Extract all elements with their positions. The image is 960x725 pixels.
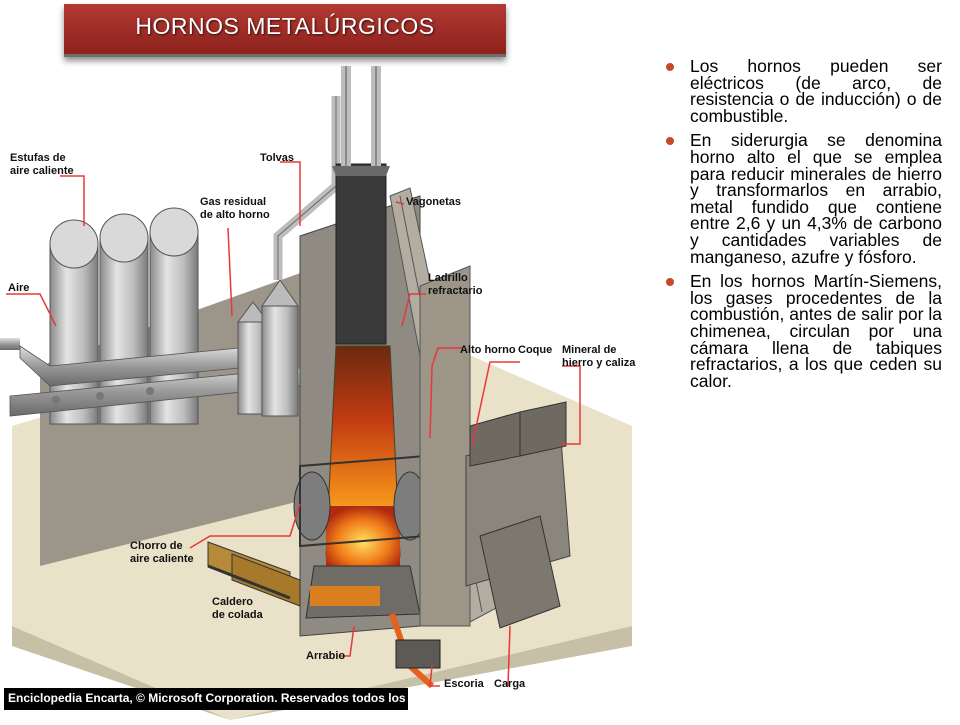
label-alto-horno: Alto horno <box>460 344 516 356</box>
blast-furnace-tower <box>293 66 427 637</box>
bullet-dot-icon <box>666 137 674 146</box>
label-escoria: Escoria <box>444 678 484 690</box>
ore-bins <box>465 401 571 629</box>
slag-iron-channels <box>310 586 441 689</box>
bullet-dot-icon <box>666 278 674 287</box>
image-credit: Enciclopedia Encarta, © Microsoft Corpor… <box>4 688 466 710</box>
label-estufas: Estufas de aire caliente <box>10 152 74 177</box>
label-tolvas: Tolvas <box>260 152 295 164</box>
bullet-dot-icon <box>666 63 674 71</box>
bullet-text: En los hornos Martín-Siemens, los gases … <box>690 271 942 391</box>
bullet-text: En siderurgia se denomina horno alto el … <box>690 130 942 267</box>
label-aire: Aire <box>8 282 30 294</box>
label-vagonetas: Vagonetas <box>406 196 462 208</box>
furnace-diagram <box>0 66 632 720</box>
gas-cleaner <box>237 96 341 417</box>
bullet-list: Los hornos pueden ser eléctricos (de arc… <box>662 56 942 397</box>
label-arrabio: Arrabio <box>306 650 346 662</box>
label-lines <box>6 161 581 687</box>
label-carga: Carga <box>494 678 526 690</box>
title-banner: HORNOS METALÚRGICOS <box>64 4 506 57</box>
label-coque: Coque <box>518 344 553 356</box>
label-chorro: Chorro de aire caliente <box>130 540 194 565</box>
credit-text: Enciclopedia Encarta, © Microsoft Corpor… <box>8 691 466 705</box>
label-caldero: Caldero de colada <box>212 596 263 621</box>
blast-furnace-illustration: Estufas de aire caliente Aire Tolvas Gas… <box>0 66 636 720</box>
label-gas-residual: Gas residual de alto horno <box>200 196 270 221</box>
bullet-item: En los hornos Martín-Siemens, los gases … <box>662 271 942 391</box>
label-mineral: Mineral de hierro y caliza <box>562 344 636 369</box>
bullet-item: En siderurgia se denomina horno alto el … <box>662 132 942 265</box>
bullet-item: Los hornos pueden ser eléctricos (de arc… <box>662 56 942 126</box>
label-ladrillo: Ladrillo refractario <box>428 272 483 297</box>
bullet-text: Los hornos pueden ser eléctricos (de arc… <box>690 56 942 126</box>
ladle-cars <box>207 541 301 607</box>
slide-title: HORNOS METALÚRGICOS <box>135 13 435 39</box>
